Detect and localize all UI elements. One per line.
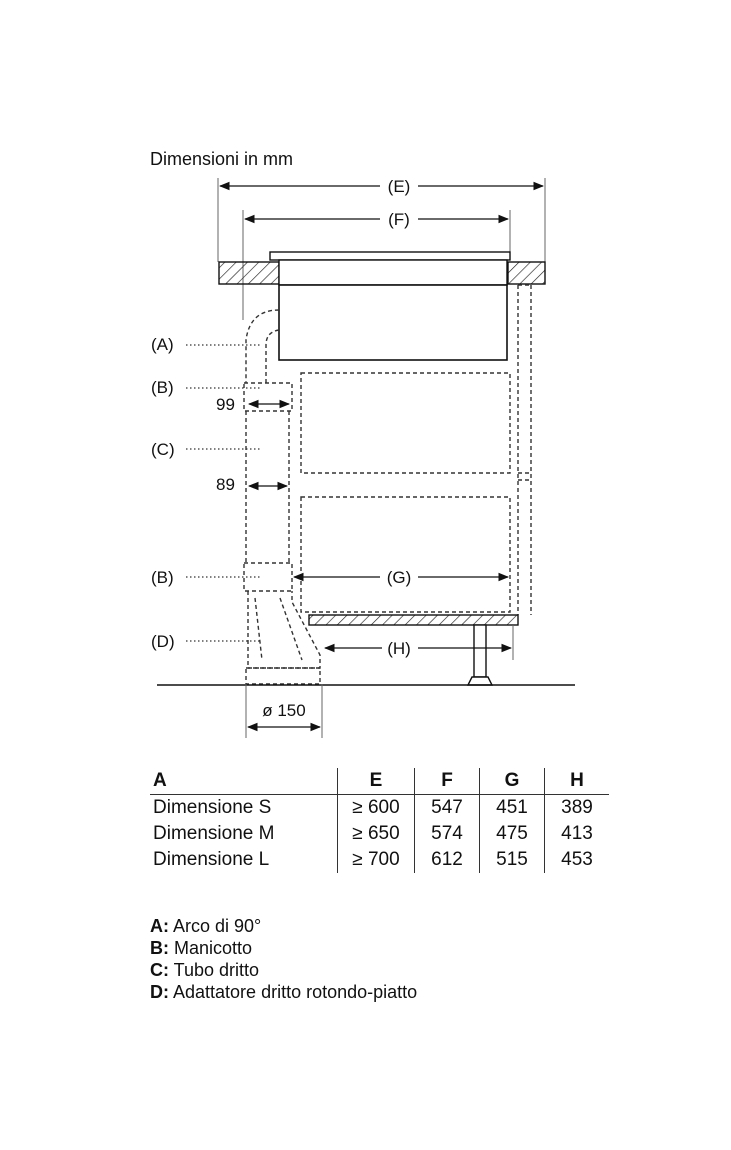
label-c: (C)	[151, 440, 262, 459]
legend-key: B:	[150, 938, 169, 958]
label-g: (G)	[387, 568, 412, 587]
label-b-top: (B)	[151, 378, 262, 397]
label-b1-text: (B)	[151, 378, 174, 397]
label-diameter: ø 150	[262, 701, 305, 720]
table-cell: Dimensione S	[153, 797, 272, 818]
label-a: (A)	[151, 335, 262, 354]
table-cell: 612	[414, 847, 480, 873]
table-cell: 451	[479, 794, 545, 821]
cabinet-outline	[300, 284, 532, 615]
cabinet-leg	[466, 624, 494, 686]
table-cell: ≥ 600	[337, 794, 415, 821]
dimension-99: 99	[216, 395, 291, 414]
table-header-f: F	[414, 768, 480, 795]
legend-item: B: Manicotto	[150, 937, 417, 959]
label-b-bottom: (B)	[151, 568, 262, 587]
table-header-e: E	[337, 768, 415, 795]
table-cell: Dimensione L	[153, 849, 270, 870]
label-c-text: (C)	[151, 440, 175, 459]
label-d-text: (D)	[151, 632, 175, 651]
table-cell: 475	[479, 821, 545, 847]
legend-item: A: Arco di 90°	[150, 915, 417, 937]
legend-key: A:	[150, 916, 169, 936]
dimension-89: 89	[216, 475, 289, 494]
table-cell: 389	[544, 794, 609, 821]
table-header-h: H	[544, 768, 609, 795]
table-row: Dimensione M ≥ 650 574 475 413	[150, 821, 609, 847]
table-cell: ≥ 700	[337, 847, 415, 873]
legend: A: Arco di 90° B: Manicotto C: Tubo drit…	[150, 915, 417, 1003]
table-cell: 547	[414, 794, 480, 821]
label-h: (H)	[387, 639, 411, 658]
dimension-g: (G)	[292, 568, 510, 587]
diagram-title: Dimensioni in mm	[150, 149, 293, 169]
table-header-row: A E F G H	[150, 768, 609, 795]
legend-text: Manicotto	[169, 938, 253, 958]
label-f: (F)	[388, 210, 410, 229]
legend-item: D: Adattatore dritto rotondo-piatto	[150, 981, 417, 1003]
legend-text: Adattatore dritto rotondo-piatto	[169, 982, 418, 1002]
legend-key: D:	[150, 982, 169, 1002]
legend-text: Tubo dritto	[169, 960, 260, 980]
table-cell: 413	[544, 821, 609, 847]
dimension-e: (E)	[217, 177, 546, 262]
label-89: 89	[216, 475, 235, 494]
table-header-a: A	[150, 768, 338, 795]
dimension-diameter: ø 150	[245, 684, 323, 738]
legend-item: C: Tubo dritto	[150, 959, 417, 981]
table-row: Dimensione L ≥ 700 612 515 453	[150, 847, 609, 873]
table-row: Dimensione S ≥ 600 547 451 389	[150, 794, 609, 821]
dimensions-table: A E F G H Dimensione S ≥ 600 547 451 389…	[150, 768, 609, 873]
cooktop	[269, 251, 511, 361]
table-cell: 453	[544, 847, 609, 873]
label-a-text: (A)	[151, 335, 174, 354]
table-cell: Dimensione M	[153, 823, 275, 844]
label-e: (E)	[388, 177, 411, 196]
legend-text: Arco di 90°	[169, 916, 262, 936]
table-cell: ≥ 650	[337, 821, 415, 847]
table-header-g: G	[479, 768, 545, 795]
label-99: 99	[216, 395, 235, 414]
cabinet-floor	[308, 614, 519, 626]
dimension-h: (H)	[323, 625, 514, 660]
duct-system	[243, 309, 321, 685]
installation-diagram: Dimensioni in mm (E) (F)	[150, 149, 575, 738]
label-d: (D)	[151, 632, 262, 651]
table-cell: 574	[414, 821, 480, 847]
label-b2-text: (B)	[151, 568, 174, 587]
table-cell: 515	[479, 847, 545, 873]
legend-key: C:	[150, 960, 169, 980]
